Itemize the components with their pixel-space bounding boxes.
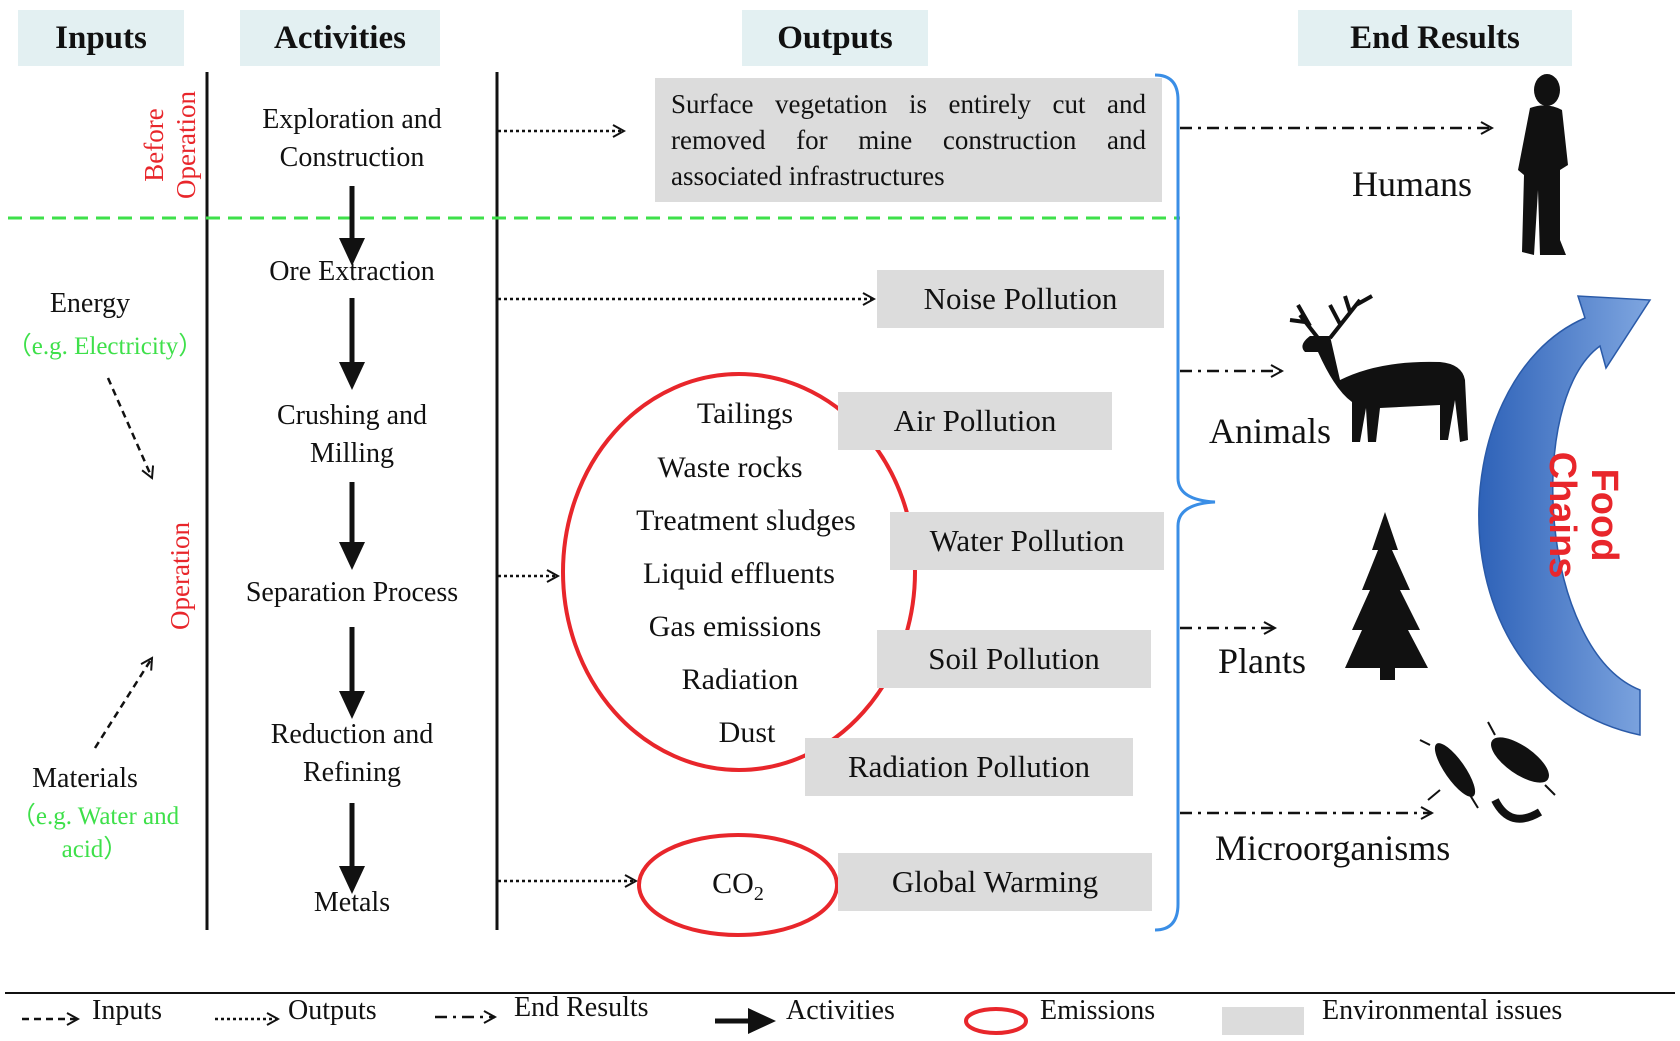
result-microorganisms: Microorganisms <box>1215 828 1451 868</box>
legend-inputs: Inputs <box>92 995 162 1026</box>
emission-item: Treatment sludges <box>636 504 856 537</box>
human-silhouette <box>1518 74 1568 255</box>
header-activities: Activities <box>240 10 440 66</box>
output-water: Water Pollution <box>890 512 1164 570</box>
result-humans: Humans <box>1352 164 1472 204</box>
input-arrow-energy <box>106 377 152 478</box>
input-energy-example: （e.g. Electricity） <box>6 333 204 360</box>
header-end-results: End Results <box>1298 10 1572 66</box>
header-outputs: Outputs <box>742 10 928 66</box>
emission-item: Dust <box>718 716 776 749</box>
tree-silhouette <box>1345 512 1428 680</box>
phase-operation: Operation <box>165 522 195 630</box>
emission-item: Gas emissions <box>648 610 822 643</box>
activity-ore-extraction: Ore Extraction <box>269 256 435 287</box>
outputs-brace <box>1154 73 1216 932</box>
input-energy: Energy <box>49 288 131 319</box>
emission-item: Waste rocks <box>657 451 803 484</box>
emission-item: Liquid effluents <box>643 557 835 590</box>
emission-item: Tailings <box>696 397 794 430</box>
emissions-ellipse <box>561 372 917 772</box>
output-global-warming: Global Warming <box>838 853 1152 911</box>
result-plants: Plants <box>1218 641 1307 681</box>
co2-ellipse <box>637 833 839 937</box>
food-chain-arrow <box>1478 295 1652 736</box>
legend-end-results: End Results <box>514 992 649 1023</box>
output-soil: Soil Pollution <box>877 630 1151 688</box>
input-materials: Materials <box>32 763 138 794</box>
input-arrow-materials <box>93 658 152 749</box>
legend-activities: Activities <box>786 995 895 1026</box>
emission-item: Radiation <box>681 663 799 696</box>
output-vegetation: Surface vegetation is entirely cut and r… <box>655 78 1162 202</box>
legend-emissions: Emissions <box>1040 995 1156 1026</box>
legend-emissions-symbol <box>964 1007 1028 1035</box>
co2-label: CO2 <box>712 867 764 905</box>
header-inputs: Inputs <box>18 10 184 66</box>
activity-metals: Metals <box>313 887 391 918</box>
legend-environmental: Environmental issues <box>1322 995 1563 1026</box>
output-noise: Noise Pollution <box>877 270 1164 328</box>
legend-outputs: Outputs <box>288 995 377 1026</box>
result-animals: Animals <box>1209 411 1331 451</box>
microorganism-silhouettes <box>1419 721 1556 823</box>
legend-environmental-symbol <box>1222 1007 1304 1035</box>
moose-silhouette <box>1289 294 1468 442</box>
output-air: Air Pollution <box>838 392 1112 450</box>
activity-separation: Separation Process <box>245 577 459 608</box>
output-radiation: Radiation Pollution <box>805 738 1133 796</box>
